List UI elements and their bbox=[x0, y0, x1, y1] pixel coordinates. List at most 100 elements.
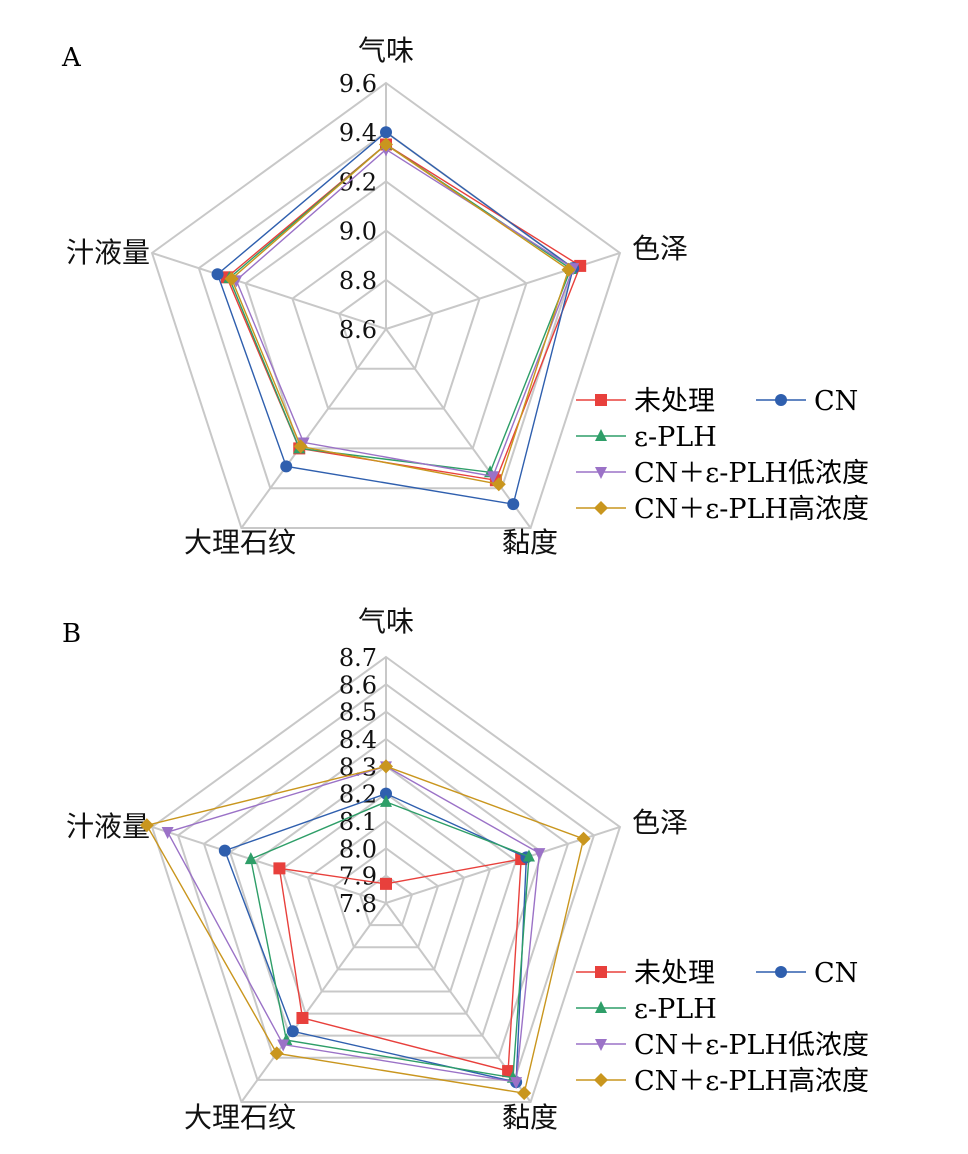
grid-ring bbox=[150, 81, 622, 530]
series-point bbox=[502, 1065, 515, 1078]
panel-a-series bbox=[211, 126, 587, 511]
tick-label: 9.4 bbox=[339, 119, 377, 147]
grid-ring bbox=[254, 765, 518, 1015]
tick-label: 8.6 bbox=[339, 671, 377, 699]
legend-item: 未处理 bbox=[576, 958, 715, 989]
panel-b-axis-label-viscosity: 黏度 bbox=[502, 1101, 558, 1134]
series-point bbox=[244, 852, 257, 865]
legend-label: 未处理 bbox=[634, 958, 715, 989]
panel-a-axis-label-marbling: 大理石纹 bbox=[184, 526, 296, 559]
panel-a-axis-label-juiciness: 汁液量 bbox=[66, 236, 150, 269]
legend-label: ε-PLH bbox=[634, 422, 717, 453]
panel-a-ticks: 8.68.89.09.29.49.6 bbox=[339, 70, 377, 344]
series-point bbox=[211, 268, 224, 281]
series-point bbox=[293, 439, 308, 454]
legend-marker bbox=[595, 429, 607, 441]
legend-label: CN bbox=[814, 958, 858, 989]
series-point bbox=[218, 844, 231, 857]
panel-a-axis-label-color: 色泽 bbox=[632, 232, 688, 265]
legend-item: ε-PLH bbox=[576, 422, 717, 453]
panel-a-label: A bbox=[61, 43, 82, 73]
legend-label: ε-PLH bbox=[634, 994, 717, 1025]
legend-label: CN bbox=[814, 386, 858, 417]
series-point bbox=[380, 126, 392, 139]
legend-label: CN＋ε-PLH高浓度 bbox=[634, 1066, 869, 1097]
legend-item: CN＋ε-PLH低浓度 bbox=[576, 1030, 869, 1061]
legend-label: CN＋ε-PLH低浓度 bbox=[634, 1030, 869, 1061]
series-point bbox=[533, 848, 546, 861]
legend-marker bbox=[775, 394, 787, 406]
tick-label: 8.1 bbox=[339, 808, 377, 836]
series-point bbox=[269, 1046, 284, 1061]
tick-label: 8.6 bbox=[339, 316, 377, 344]
legend-label: 未处理 bbox=[634, 386, 715, 417]
tick-label: 8.8 bbox=[339, 267, 377, 295]
series-point bbox=[522, 849, 535, 862]
grid-spoke bbox=[240, 328, 387, 529]
panel-b-ticks: 7.87.98.08.18.28.38.48.58.68.7 bbox=[339, 644, 377, 918]
legend-marker bbox=[775, 966, 787, 978]
grid-ring bbox=[244, 180, 528, 450]
series-point bbox=[273, 862, 286, 875]
panel-b-series bbox=[139, 759, 591, 1101]
series-point bbox=[139, 818, 154, 833]
grid-ring bbox=[176, 683, 596, 1081]
panel-a-axis-label-odor: 气味 bbox=[358, 34, 414, 67]
grid-spoke bbox=[385, 328, 532, 529]
tick-label: 9.0 bbox=[339, 218, 377, 246]
grid-ring bbox=[358, 874, 414, 927]
series-line bbox=[250, 801, 530, 1079]
legend-marker bbox=[595, 1039, 607, 1051]
panel-b-axis-label-juiciness: 汁液量 bbox=[66, 810, 150, 843]
series-line bbox=[278, 858, 522, 1072]
tick-label: 7.8 bbox=[339, 890, 377, 918]
panel-a-axis-label-viscosity: 黏度 bbox=[502, 526, 558, 559]
series-point bbox=[277, 1039, 290, 1052]
series-5 bbox=[139, 759, 591, 1101]
legend-label: CN＋ε-PLH低浓度 bbox=[634, 458, 869, 489]
series-line bbox=[145, 765, 585, 1094]
panel-b: B 气味 色泽 黏度 大理石纹 汁液量 7.87.98.08.18.28.38.… bbox=[62, 605, 869, 1134]
series-point bbox=[380, 787, 392, 800]
series-point bbox=[379, 759, 393, 774]
legend-item: CN＋ε-PLH低浓度 bbox=[576, 458, 869, 489]
grid-ring bbox=[291, 229, 481, 410]
panel-a: A 气味 色泽 黏度 大理石纹 汁液量 8.68.89.09.29.49.6 未… bbox=[61, 34, 869, 559]
grid-ring bbox=[338, 278, 434, 370]
series-point bbox=[280, 460, 293, 473]
panel-b-axis-label-odor: 气味 bbox=[358, 605, 414, 638]
series-point bbox=[296, 1011, 309, 1024]
series-line bbox=[166, 765, 541, 1083]
series-point bbox=[380, 877, 392, 890]
tick-label: 9.2 bbox=[339, 168, 377, 196]
series-line bbox=[216, 131, 574, 505]
panel-b-label: B bbox=[62, 619, 81, 649]
grid-ring bbox=[228, 737, 544, 1037]
legend-label: CN＋ε-PLH高浓度 bbox=[634, 494, 869, 525]
legend-item: CN＋ε-PLH高浓度 bbox=[576, 494, 869, 525]
series-line bbox=[235, 148, 575, 478]
grid-ring bbox=[332, 847, 440, 949]
grid-spoke bbox=[240, 902, 387, 1103]
tick-label: 8.0 bbox=[339, 835, 377, 863]
tick-label: 8.2 bbox=[339, 781, 377, 809]
grid-ring bbox=[280, 792, 492, 993]
legend-marker bbox=[595, 1001, 607, 1013]
grid-ring bbox=[150, 655, 622, 1104]
legend-item: 未处理 bbox=[576, 386, 715, 417]
series-point bbox=[161, 827, 174, 840]
series-point bbox=[561, 262, 576, 277]
legend-marker bbox=[594, 1073, 608, 1087]
legend-item: CN bbox=[756, 386, 858, 417]
series-line bbox=[228, 143, 572, 474]
legend-item: CN＋ε-PLH高浓度 bbox=[576, 1066, 869, 1097]
tick-label: 8.7 bbox=[339, 644, 377, 672]
series-3 bbox=[223, 137, 577, 478]
grid-ring bbox=[306, 819, 466, 971]
series-point bbox=[510, 1077, 523, 1090]
series-point bbox=[517, 1086, 532, 1101]
series-5 bbox=[224, 137, 576, 492]
legend-item: CN bbox=[756, 958, 858, 989]
panel-b-axis-label-marbling: 大理石纹 bbox=[184, 1101, 296, 1134]
